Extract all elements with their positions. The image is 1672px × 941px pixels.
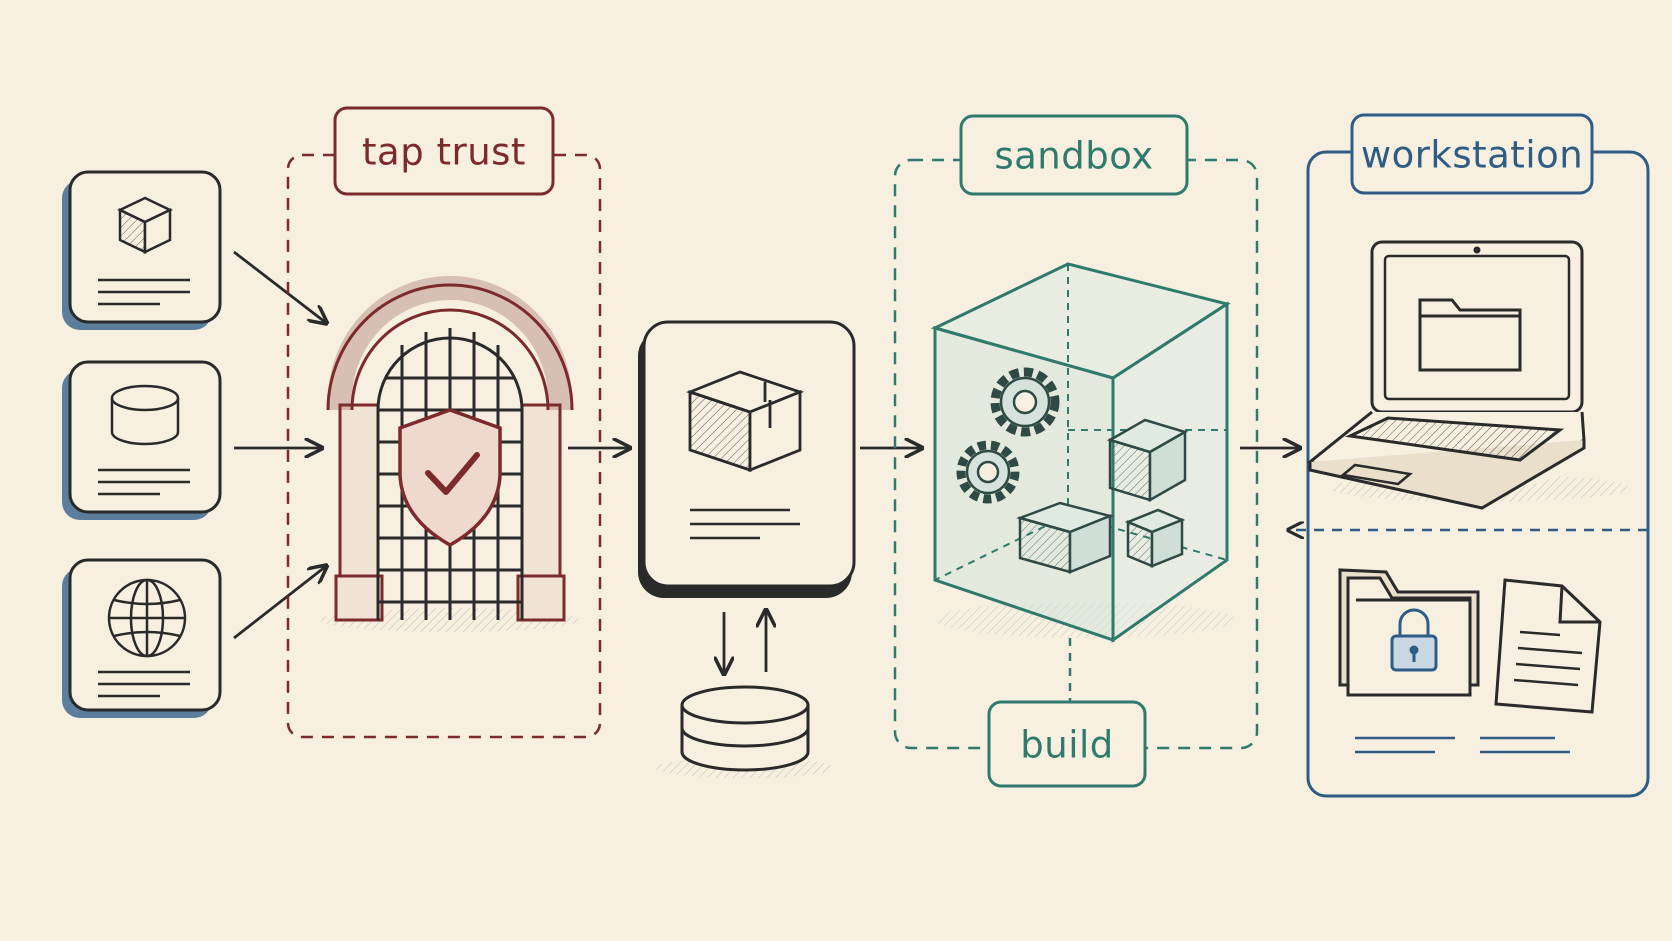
- arrows-package-database: [724, 612, 766, 672]
- document-icon: [1494, 578, 1602, 714]
- source-card-cube: [62, 170, 222, 330]
- sandbox-boundary: [893, 114, 1259, 788]
- gear-icon: [956, 367, 1060, 504]
- package-box-icon: [685, 370, 805, 473]
- source-card-globe: [62, 558, 222, 718]
- folder-icon: [1418, 298, 1522, 372]
- workstation-label: workstation: [1360, 133, 1584, 177]
- tap-trust-label: tap trust: [362, 130, 526, 174]
- sandbox-label: sandbox: [994, 134, 1154, 178]
- glass-cube-icon: [930, 262, 1235, 643]
- cylinder-icon: [110, 384, 180, 446]
- globe-icon: [107, 578, 187, 658]
- database-icon: [655, 685, 835, 778]
- source-arrows: [233, 250, 325, 640]
- package-card: [638, 320, 856, 598]
- build-label: build: [1020, 723, 1114, 767]
- tap-trust-boundary: [286, 106, 602, 739]
- locked-folder-icon: [1338, 568, 1480, 697]
- laptop-icon: [1306, 240, 1630, 510]
- shield-check-icon: [398, 408, 502, 548]
- cube-icon: [117, 196, 173, 254]
- workstation-boundary: [1290, 113, 1650, 798]
- source-card-cylinder: [62, 360, 222, 520]
- arched-gate-icon: [320, 276, 580, 632]
